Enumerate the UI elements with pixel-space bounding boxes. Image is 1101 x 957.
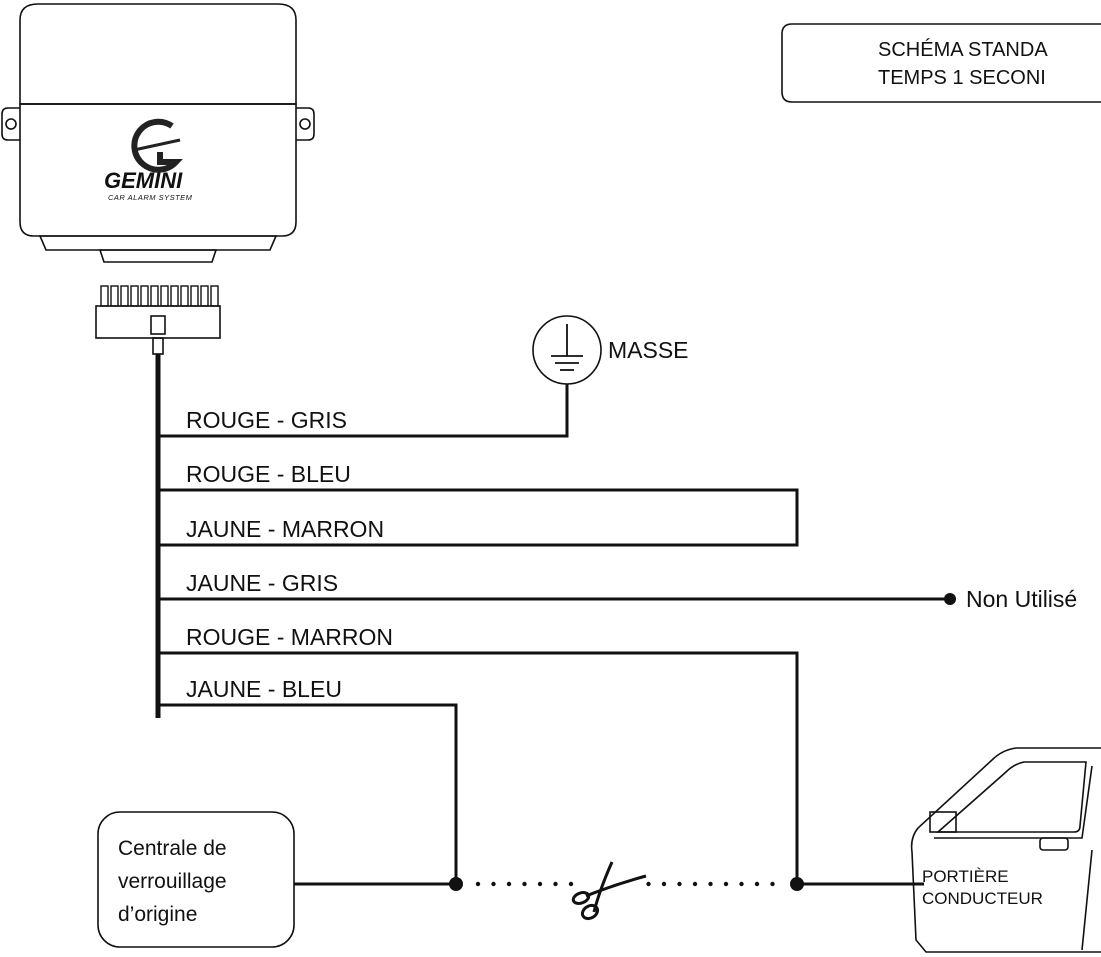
ground-label: MASSE [608, 337, 689, 363]
cut-dot [568, 881, 574, 887]
cut-dot [491, 881, 496, 887]
central-line-1: Centrale de [118, 837, 227, 860]
connector-pin [210, 285, 219, 307]
wire-label-rouge-bleu: ROUGE - BLEU [186, 461, 351, 487]
wire-label-rouge-marron: ROUGE - MARRON [186, 624, 393, 650]
door-line-1: PORTIÈRE [922, 867, 1009, 886]
brand-tagline: CAR ALARM SYSTEM [108, 193, 193, 202]
connector-pin [170, 285, 179, 307]
header-line-1: SCHÉMA STANDA [878, 38, 1048, 61]
connector-pin [190, 285, 199, 307]
junction-right [790, 877, 804, 891]
cut-dot [537, 881, 543, 887]
header-box: SCHÉMA STANDA TEMPS 1 SECONI [781, 23, 1101, 103]
connector-pin [120, 285, 129, 307]
wire-jaune-marron: JAUNE - MARRON [186, 516, 384, 542]
cut-dot [692, 881, 698, 887]
connector-pin [200, 285, 209, 307]
alarm-module: GEMINI CAR ALARM SYSTEM [1, 3, 315, 263]
wire-jaune-bleu: JAUNE - BLEU [158, 676, 458, 884]
wire-label-jaune-marron: JAUNE - MARRON [186, 516, 384, 542]
connector-pin [130, 285, 139, 307]
cut-dot [708, 881, 713, 887]
driver-door: PORTIÈRE CONDUCTEUR [910, 747, 1101, 953]
central-locking-box: Centrale de verrouillage d’origine [97, 811, 295, 948]
scissors-icon [571, 861, 647, 921]
not-used-label: Non Utilisé [966, 586, 1077, 612]
connector-pin [180, 285, 189, 307]
connector-pin [100, 285, 109, 307]
cut-wire [294, 877, 924, 891]
cut-dot [770, 881, 775, 887]
gemini-logo: GEMINI CAR ALARM SYSTEM [104, 118, 193, 202]
cut-dot [723, 881, 729, 887]
connector-pin [110, 285, 119, 307]
door-line-2: CONDUCTEUR [922, 889, 1043, 908]
cut-dot [646, 881, 651, 887]
cut-dot [677, 881, 682, 887]
cut-dot [739, 881, 744, 887]
mounting-ear-right [296, 107, 315, 141]
cut-dot [661, 881, 667, 887]
wire-label-jaune-gris: JAUNE - GRIS [186, 570, 338, 596]
wire-rouge-bleu: ROUGE - BLEU [158, 461, 799, 547]
cut-dot [553, 881, 558, 887]
junction-left [449, 877, 463, 891]
brand-name: GEMINI [104, 168, 183, 193]
wire-rouge-gris: ROUGE - GRIS [158, 384, 569, 438]
cut-dot [754, 881, 760, 887]
central-line-2: verrouillage [118, 870, 227, 893]
header-line-2: TEMPS 1 SECONI [878, 67, 1046, 89]
wire-label-jaune-bleu: JAUNE - BLEU [186, 676, 342, 702]
connector-pin [150, 285, 159, 307]
wire-label-rouge-gris: ROUGE - GRIS [186, 407, 347, 433]
cut-dot [506, 881, 512, 887]
wire-rouge-marron: ROUGE - MARRON [158, 624, 799, 884]
cut-dot [522, 881, 527, 887]
connector-pin [140, 285, 149, 307]
ground-symbol: MASSE [532, 315, 689, 385]
connector [95, 285, 221, 355]
cut-dot [475, 881, 481, 887]
mounting-ear-left [1, 107, 20, 141]
wire-jaune-gris: JAUNE - GRIS Non Utilisé [158, 570, 1077, 612]
connector-pin [160, 285, 169, 307]
central-line-3: d’origine [118, 903, 197, 926]
